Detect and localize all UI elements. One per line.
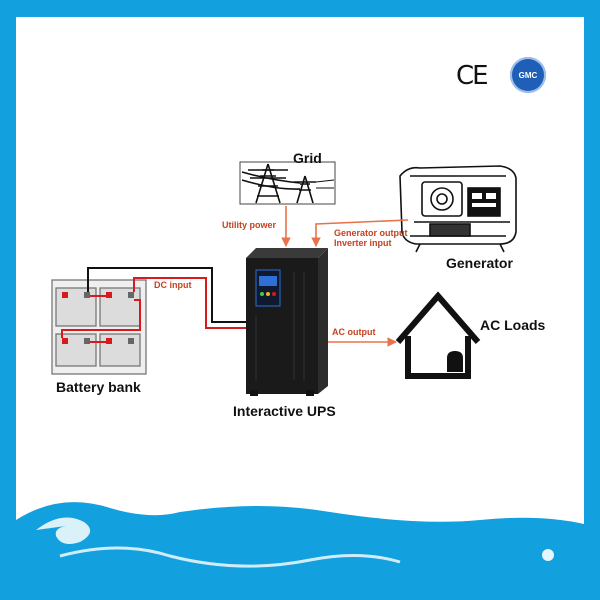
generator-output-label: Generator output bbox=[334, 228, 408, 238]
utility-power-label: Utility power bbox=[222, 220, 277, 230]
generator-output-line bbox=[311, 219, 409, 247]
dc-input-label: DC input bbox=[154, 280, 192, 290]
gmc-logo: GMC bbox=[510, 57, 546, 93]
dc-wiring bbox=[87, 267, 246, 329]
generator-icon bbox=[399, 165, 517, 253]
ups-icon bbox=[246, 248, 328, 396]
battery-bank-icon bbox=[51, 279, 147, 375]
gmc-logo-text: GMC bbox=[518, 70, 538, 80]
ac-output-label: AC output bbox=[332, 327, 376, 337]
generator-label: Generator bbox=[446, 255, 513, 271]
grid-tower-icon bbox=[239, 161, 336, 205]
inverter-input-label: Inverter input bbox=[334, 238, 392, 248]
battery-bank-label: Battery bank bbox=[56, 379, 141, 395]
ups-label: Interactive UPS bbox=[233, 403, 336, 419]
house-icon bbox=[395, 291, 481, 379]
grid-label: Grid bbox=[293, 150, 322, 166]
ce-mark: CE bbox=[456, 61, 489, 91]
wave-decoration bbox=[16, 502, 584, 583]
ups-wiring-diagram bbox=[16, 161, 584, 583]
ac-loads-label: AC Loads bbox=[480, 317, 546, 333]
diagram-panel: CE GMC Grid Generator Battery bank Inter… bbox=[16, 17, 584, 583]
